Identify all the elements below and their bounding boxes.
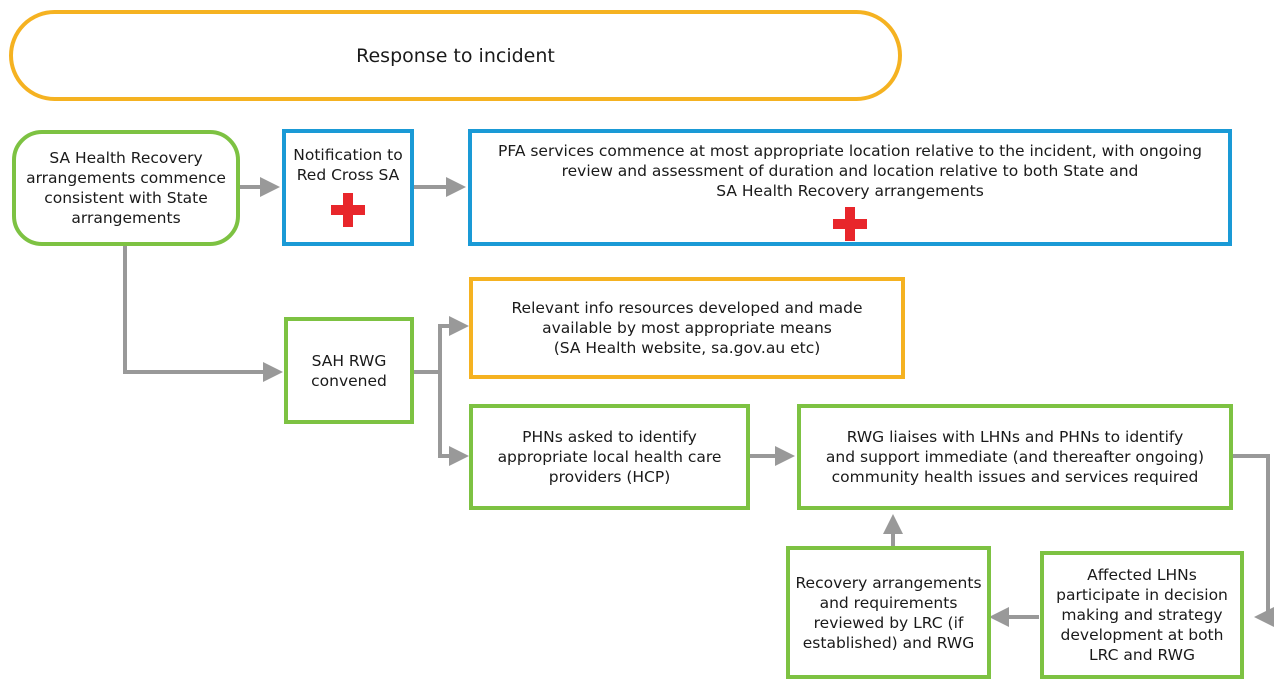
node-line: available by most appropriate means [542, 319, 832, 337]
node-line: SA Health Recovery arrangements [716, 182, 984, 200]
node-line: LRC and RWG [1089, 646, 1195, 664]
info-resources-node: Relevant info resources developed and ma… [469, 277, 905, 379]
node-line: convened [311, 371, 387, 390]
node-line: reviewed by LRC (if [813, 613, 964, 632]
arrow-sa-to-rwg [123, 246, 283, 382]
arrow-rwg-to-info [438, 316, 469, 372]
node-line: Notification to [293, 146, 403, 164]
node-line: and support immediate (and thereafter on… [825, 448, 1205, 466]
node-line: PHNs asked to identify [522, 428, 697, 446]
node-line: making and strategy [1061, 606, 1223, 624]
node-line: providers (HCP) [548, 468, 671, 486]
notification-red-cross-node: Notification to Red Cross SA [282, 129, 414, 246]
node-line: PFA services commence at most appropriat… [497, 142, 1203, 160]
node-line: community health issues and services req… [831, 468, 1199, 486]
sah-rwg-convened-node: SAH RWG convened [284, 317, 414, 424]
rwg-liaises-node: RWG liaises with LHNs and PHNs to identi… [797, 404, 1233, 510]
header-title: Response to incident [356, 44, 555, 67]
node-line: RWG liaises with LHNs and PHNs to identi… [846, 428, 1184, 446]
node-line: arrangements commence [26, 169, 226, 187]
phns-identify-node: PHNs asked to identify appropriate local… [469, 404, 750, 510]
red-cross-icon [833, 207, 867, 241]
affected-lhns-node: Affected LHNs participate in decision ma… [1040, 551, 1244, 679]
node-line: and requirements [819, 593, 958, 612]
node-line: (SA Health website, sa.gov.au etc) [553, 339, 821, 357]
node-line: development at both [1060, 626, 1224, 644]
node-line: Relevant info resources developed and ma… [511, 299, 863, 317]
node-line: SA Health Recovery [49, 149, 203, 167]
node-line: participate in decision [1056, 586, 1228, 604]
node-line: SAH RWG [311, 351, 387, 370]
sa-health-recovery-node: SA Health Recovery arrangements commence… [12, 130, 240, 246]
pfa-services-node: PFA services commence at most appropriat… [468, 129, 1232, 246]
node-line: Affected LHNs [1087, 566, 1197, 584]
node-line: established) and RWG [802, 633, 975, 652]
node-line: appropriate local health care [497, 448, 722, 466]
arrow-rwg-to-phns [438, 372, 469, 466]
node-line: review and assessment of duration and lo… [561, 162, 1139, 180]
node-line: consistent with State [44, 189, 208, 207]
node-line: arrangements [71, 209, 181, 227]
response-to-incident-header: Response to incident [9, 10, 902, 101]
node-line: Recovery arrangements [795, 573, 982, 592]
red-cross-icon [331, 193, 365, 227]
node-line: Red Cross SA [296, 166, 400, 184]
recovery-arrangements-node: Recovery arrangements and requirements r… [786, 546, 991, 679]
